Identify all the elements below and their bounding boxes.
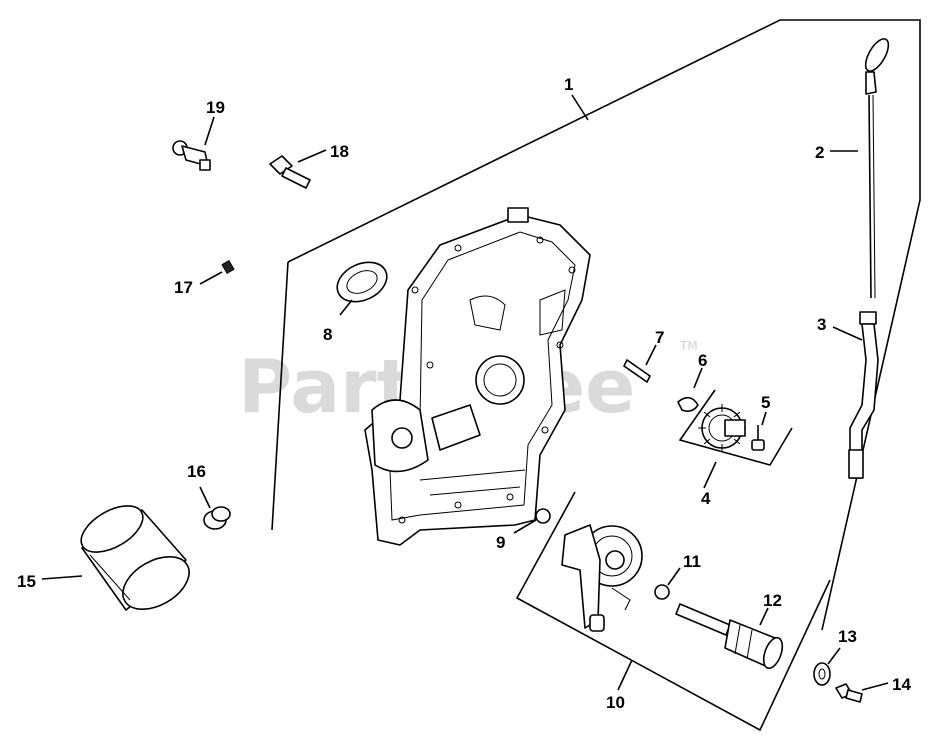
callout-4: 4 xyxy=(701,489,711,508)
shaft-icon xyxy=(623,359,651,383)
callout-1: 1 xyxy=(564,75,573,94)
group-bracket-10 xyxy=(515,491,831,732)
oil-sentry-switch-icon xyxy=(172,140,211,171)
crankcase-cover-icon xyxy=(364,207,591,546)
callout-6: 6 xyxy=(698,351,707,370)
o-ring-icon xyxy=(654,584,670,600)
callout-16: 16 xyxy=(187,462,206,481)
oil-seal-icon xyxy=(336,261,388,303)
screw-icon xyxy=(269,155,311,189)
callout-5: 5 xyxy=(761,393,770,412)
callout-3: 3 xyxy=(817,315,826,334)
callout-12: 12 xyxy=(763,591,782,610)
callout-19: 19 xyxy=(206,98,225,117)
dipstick-icon xyxy=(864,38,890,299)
screw-icon xyxy=(835,683,863,703)
callout-9: 9 xyxy=(496,533,505,552)
callout-17: 17 xyxy=(174,278,193,297)
callout-8: 8 xyxy=(323,325,332,344)
oil-filter-icon xyxy=(80,505,190,611)
callout-15: 15 xyxy=(17,572,36,591)
watermark-tm: TM xyxy=(679,339,698,353)
oil-filter-nipple-icon xyxy=(203,506,231,530)
callout-13: 13 xyxy=(838,627,857,646)
callout-10: 10 xyxy=(606,693,625,712)
group-bracket-1 xyxy=(271,19,921,631)
callout-11: 11 xyxy=(683,552,701,571)
callout-7: 7 xyxy=(655,328,664,347)
callout-labels: 1 2 3 4 5 6 7 8 9 10 11 12 13 14 15 16 1… xyxy=(17,75,911,712)
group-bracket-4 xyxy=(678,389,793,466)
pin-icon xyxy=(751,425,765,451)
oil-pump-assembly-icon xyxy=(561,524,643,632)
callout-18: 18 xyxy=(330,142,349,161)
callout-2: 2 xyxy=(815,143,824,162)
oil-pickup-icon xyxy=(675,603,784,670)
washer-icon xyxy=(813,662,831,686)
clip-icon xyxy=(677,396,699,412)
governor-gear-assembly-icon xyxy=(698,404,746,452)
dipstick-tube-icon xyxy=(848,311,879,479)
o-ring-icon xyxy=(535,508,551,524)
plug-icon xyxy=(221,259,235,275)
leader-lines xyxy=(41,94,889,691)
callout-14: 14 xyxy=(892,675,911,694)
